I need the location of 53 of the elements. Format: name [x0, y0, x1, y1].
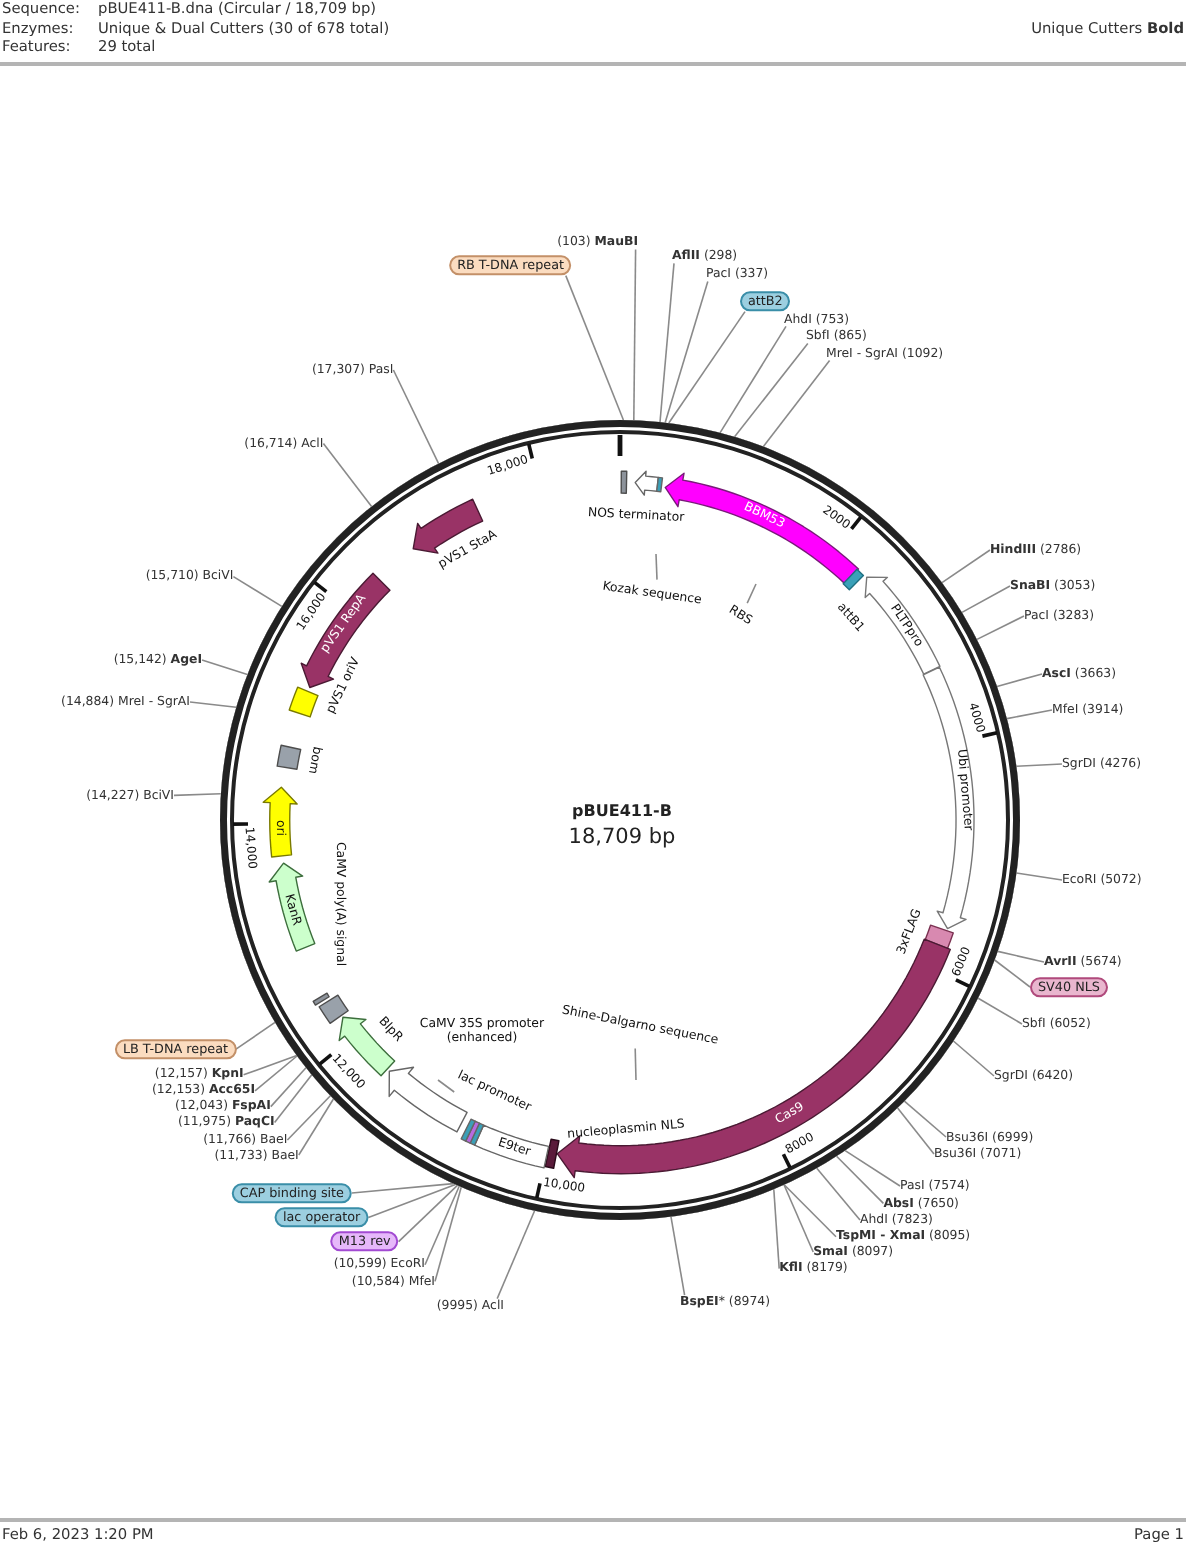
leader-line — [977, 997, 1023, 1025]
leader-line — [719, 325, 787, 434]
leader-line — [996, 673, 1043, 688]
leader-line — [351, 1182, 455, 1194]
leader-line — [670, 1216, 686, 1296]
leader-line — [235, 1021, 276, 1050]
plasmid-size: 18,709 bp — [568, 824, 676, 850]
leader-line — [783, 1184, 837, 1238]
leader-line — [835, 1155, 885, 1205]
leader-line — [565, 274, 625, 421]
leader-line — [434, 1186, 462, 1283]
leader-line — [952, 1040, 995, 1077]
leader-line — [496, 1210, 536, 1300]
leader-line — [961, 585, 1011, 614]
leader-line — [746, 583, 757, 604]
leader-line — [997, 950, 1045, 963]
leader-line — [367, 1183, 457, 1219]
leader-line — [816, 1167, 861, 1221]
leader-line — [634, 1047, 637, 1081]
leader-line — [286, 1095, 332, 1141]
leader-line — [733, 342, 809, 438]
leader-line — [424, 1185, 460, 1266]
leader-line — [762, 359, 831, 448]
leader-line — [201, 659, 249, 676]
leader-line — [397, 1184, 459, 1243]
leader-line — [242, 1054, 298, 1076]
leader-line — [1006, 709, 1053, 720]
plasmid-name: pBUE411-B — [572, 802, 672, 822]
leader-line — [189, 701, 237, 708]
leader-line — [668, 310, 746, 424]
leader-line — [437, 1079, 455, 1093]
leader-line — [254, 1055, 298, 1092]
leader-line — [941, 549, 991, 584]
leader-line — [773, 1188, 780, 1270]
leader-line — [655, 553, 658, 581]
leader-line — [664, 280, 709, 424]
leader-line — [903, 1100, 947, 1138]
leader-line — [322, 442, 373, 508]
leader-line — [844, 1149, 901, 1187]
leader-line — [993, 959, 1031, 988]
leader-line — [976, 615, 1025, 641]
leader-line — [270, 1067, 307, 1108]
leader-line — [896, 1107, 935, 1155]
leader-line — [298, 1098, 335, 1156]
leader-line — [173, 793, 222, 797]
leader-line — [232, 575, 283, 608]
leader-line — [659, 262, 675, 423]
leader-line — [273, 1074, 313, 1124]
leader-line — [783, 1184, 814, 1253]
leader-line — [392, 369, 440, 465]
leader-line — [633, 248, 637, 421]
leader-line — [1015, 763, 1063, 767]
leader-line — [1015, 872, 1063, 881]
